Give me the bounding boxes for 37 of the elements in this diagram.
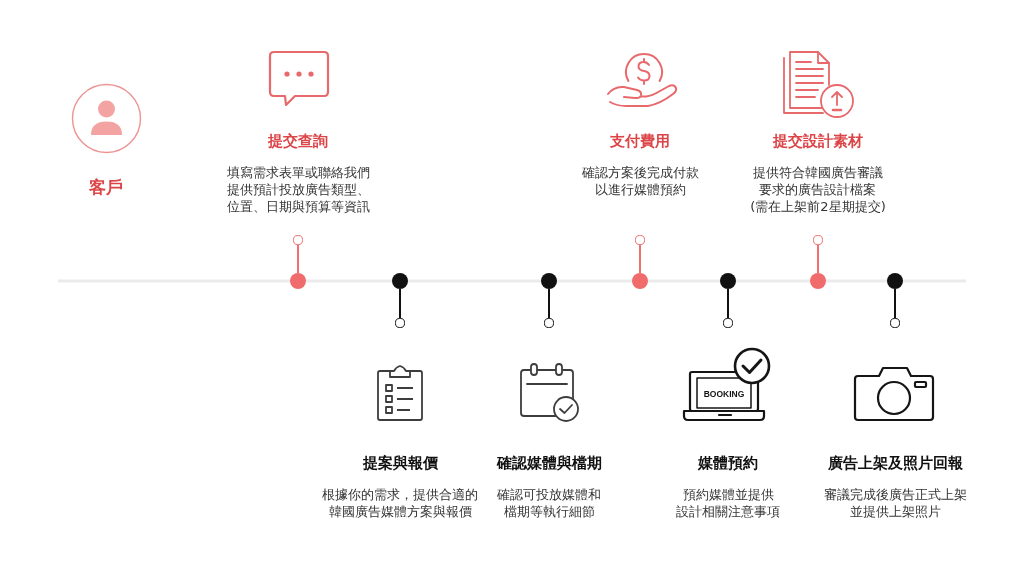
timeline-dot	[810, 273, 826, 289]
timeline-ring	[293, 235, 303, 245]
timeline-dot	[541, 273, 557, 289]
screen-text: BOOKING	[703, 389, 745, 398]
step-title: 媒體預約	[698, 454, 758, 472]
step-description: 確認方案後完成付款以進行媒體預約	[581, 163, 699, 198]
step-description: 根據你的需求，提供合適的韓國廣告媒體方案與報價	[322, 485, 478, 520]
step-title: 支付費用	[610, 132, 670, 150]
role-label: 客戶	[89, 176, 123, 198]
stem-line	[297, 243, 299, 274]
timeline-ring	[395, 318, 405, 328]
timeline-dot	[720, 273, 736, 289]
step-description: 確認可投放媒體和檔期等執行細節	[497, 485, 601, 520]
timeline-ring	[544, 318, 554, 328]
step-description: 預約媒體並提供設計相關注意事項	[676, 485, 780, 520]
stem-line	[817, 243, 819, 274]
timeline-dot	[887, 273, 903, 289]
stem-line	[548, 288, 550, 320]
timeline-dot	[632, 273, 648, 289]
step-description: 填寫需求表單或聯絡我們提供預計投放廣告類型、位置、日期與預算等資訊	[226, 163, 370, 215]
stem-line	[727, 288, 729, 320]
timeline-ring	[723, 318, 733, 328]
timeline-dot	[290, 273, 306, 289]
step-description: 審議完成後廣告正式上架並提供上架照片	[823, 485, 967, 520]
step-title: 確認媒體與檔期	[496, 454, 602, 472]
timeline-ring	[635, 235, 645, 245]
stem-line	[894, 288, 896, 320]
stem-line	[399, 288, 401, 320]
step-description: 提供符合韓國廣告審議要求的廣告設計檔案(需在上架前2星期提交)	[750, 163, 886, 215]
step-title: 提交查詢	[268, 132, 328, 150]
timeline-ring	[890, 318, 900, 328]
timeline-ring	[813, 235, 823, 245]
step-title: 廣告上架及照片回報	[827, 454, 963, 472]
stem-line	[639, 243, 641, 274]
timeline-dot	[392, 273, 408, 289]
step-title: 提案與報價	[362, 454, 438, 472]
step-title: 提交設計素材	[773, 132, 863, 150]
